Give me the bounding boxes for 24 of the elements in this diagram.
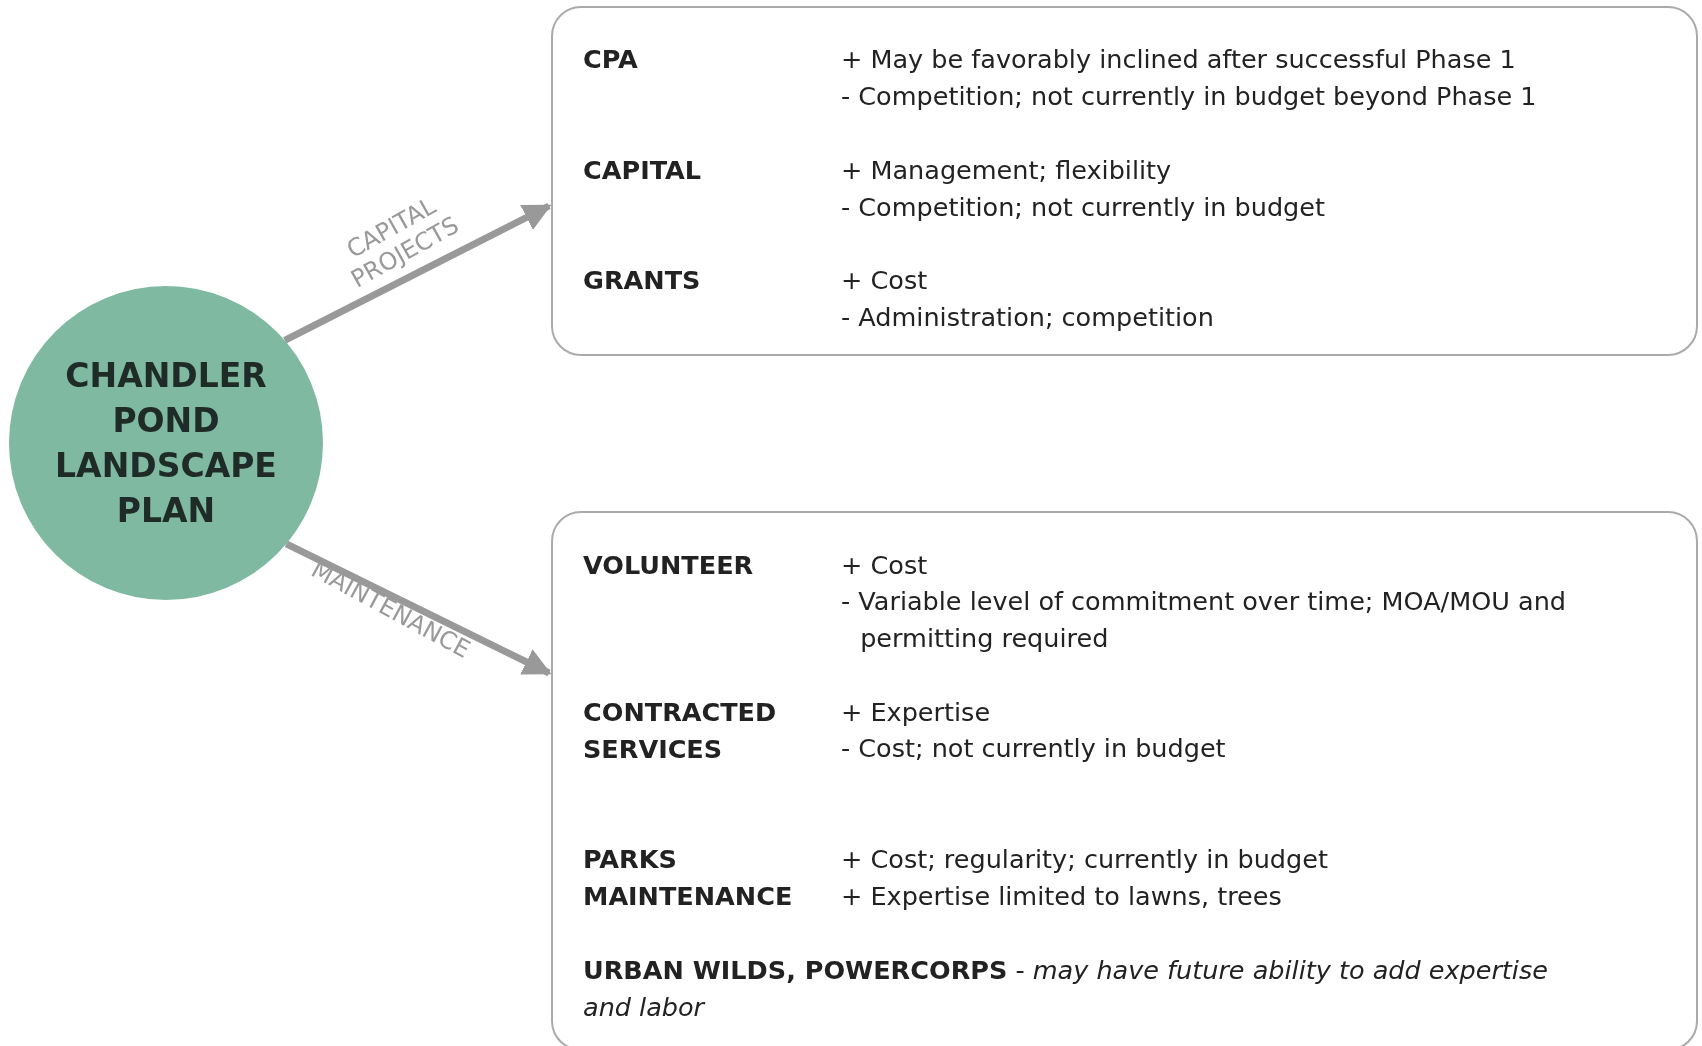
option-heading: GRANTS [583,264,702,297]
pro-con-item: - Competition; not currently in budget [841,191,1326,224]
arrow [284,540,552,677]
options-panel [551,6,1698,356]
pro-con-item: + Expertise limited to lawns, trees [841,880,1283,913]
option-heading: CAPITAL [583,154,703,187]
option-heading: PARKS MAINTENANCE [583,843,794,913]
pro-con-item: + Management; flexibility [841,154,1173,187]
pro-con-item: + Cost [841,549,929,582]
pro-con-item: - Variable level of commitment over time; MOA/MOU and permitting required [841,585,1568,655]
option-heading: VOLUNTEER [583,549,755,582]
pro-con-item: - Administration; competition [841,301,1215,334]
pro-con-item: + Cost; regularity; currently in budget [841,843,1329,876]
arrow [283,202,552,344]
option-heading: CONTRACTED SERVICES [583,696,778,766]
option-heading: CPA [583,43,639,76]
pro-con-item: - Cost; not currently in budget [841,732,1227,765]
pro-con-item: + Expertise [841,696,992,729]
pro-con-item: + Cost [841,264,929,297]
options-panel [551,511,1698,1046]
pro-con-item: + May be favorably inclined after successful Phase 1 [841,43,1517,76]
note-text: URBAN WILDS, POWERCORPS - may have future ability to add expertise and labor [583,954,1549,1024]
pro-con-item: - Competition; not currently in budget beyond Phase 1 [841,80,1538,113]
topic-title: CHANDLER POND LANDSCAPE PLAN [54,355,278,532]
